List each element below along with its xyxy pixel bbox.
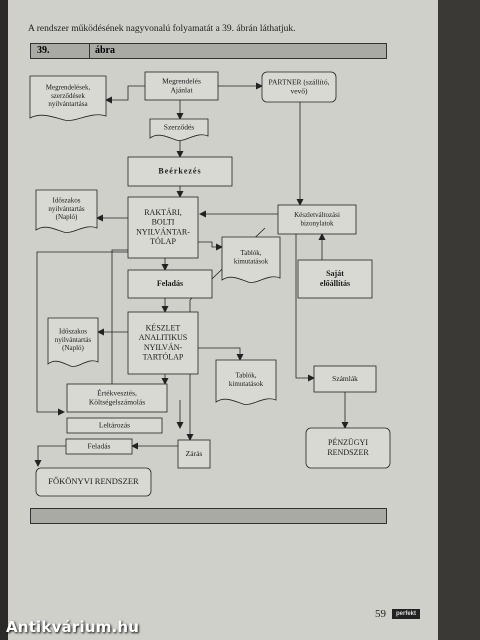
node-tablok1: Tablók,kimutatások (221, 236, 281, 283)
node-label: Megrendelés (162, 76, 201, 85)
node-label: Költségelszámolás (89, 397, 145, 406)
figure-number: 39. (37, 45, 50, 56)
node-fokonyvi: FŐKÖNYVI RENDSZER (35, 467, 152, 497)
node-tablok2: Tablók,kimutatások (215, 359, 277, 405)
node-box (305, 427, 391, 469)
node-box (313, 365, 377, 393)
node-label: Tablók, (235, 372, 256, 380)
node-box (261, 71, 337, 103)
node-label: kimutatások (229, 380, 264, 388)
node-box (144, 71, 219, 101)
publisher-logo: perfekt (392, 609, 420, 619)
node-label: Beérkezés (158, 167, 201, 176)
node-label: TÓLAP (150, 236, 176, 246)
node-label: Számlák (332, 374, 358, 383)
node-label: BOLTI (152, 218, 175, 227)
node-zaras: Zárás (177, 439, 211, 469)
node-label: Értékvesztés, (97, 387, 137, 397)
node-label: RENDSZER (327, 448, 369, 457)
node-label: kimutatások (234, 257, 269, 265)
node-box (66, 417, 163, 434)
node-box (65, 438, 133, 455)
node-box (127, 196, 199, 259)
node-label: bizonylatok (300, 219, 334, 227)
figure-caption-bar: 39. ábra (30, 43, 387, 59)
node-label: Feladás (88, 441, 111, 450)
node-label: nyilvántartása (48, 100, 88, 108)
node-box (29, 75, 107, 121)
node-szamlak: Számlák (313, 365, 377, 393)
figure-footer-bar (30, 508, 387, 524)
connector-lines (34, 82, 349, 467)
node-feladas1: Feladás (127, 269, 213, 299)
node-label: NYILVÁN- (144, 342, 183, 352)
node-label: Szerződés (164, 122, 194, 131)
node-box (127, 269, 213, 299)
node-label: Leltározás (99, 420, 130, 429)
node-label: Zárás (186, 449, 203, 458)
node-label: Megrendelések, (46, 83, 91, 91)
node-box (149, 118, 209, 141)
node-partner: PARTNER (szállító,vevő) (261, 71, 337, 103)
node-label: előállítás (320, 279, 350, 288)
node-feladas2: Feladás (65, 438, 133, 455)
figure-bar-divider (89, 44, 90, 58)
page-edge-shadow (438, 0, 480, 640)
node-label: TARTÓLAP (143, 351, 184, 361)
node-label: PÉNZÜGYI (328, 437, 368, 447)
watermark: Antikvárium.hu (6, 618, 140, 636)
node-box (297, 259, 373, 299)
node-label: szerződések (51, 92, 85, 100)
node-box (277, 204, 357, 235)
node-ertekvesztes: Értékvesztés,Költségelszámolás (66, 383, 168, 413)
node-leltarozas: Leltározás (66, 417, 163, 434)
node-label: (Napló) (62, 344, 84, 352)
figure-label: ábra (95, 45, 115, 56)
node-box (35, 467, 152, 497)
intro-text: A rendszer működésének nagyvonalú folyam… (28, 24, 296, 34)
node-box (66, 383, 168, 413)
page-number: 59 (375, 608, 386, 620)
node-label: Tablók, (240, 249, 261, 257)
node-box (35, 189, 98, 233)
node-beerkezes: Beérkezés (127, 156, 233, 187)
node-label: ANALITIKUS (139, 333, 187, 342)
node-box (221, 236, 281, 283)
node-label: Időszakos (53, 196, 81, 204)
node-label: nyilvántartás (48, 205, 84, 213)
node-szerzodes: Szerződés (149, 118, 209, 141)
node-label: Időszakos (59, 327, 87, 335)
node-label: (Napló) (56, 213, 78, 221)
node-label: Ajánlat (170, 85, 193, 94)
node-label: Saját (326, 269, 344, 278)
node-box (47, 317, 99, 367)
node-label: RAKTÁRI, (144, 207, 182, 217)
node-label: nyilvántartás (55, 336, 91, 344)
node-label: Feladás (157, 279, 183, 288)
node-label: Készletváltozási (294, 211, 340, 219)
node-box (127, 311, 199, 375)
node-box (215, 359, 277, 405)
node-label: KÉSZLET (146, 323, 181, 333)
node-box (127, 156, 233, 187)
node-label: vevő) (290, 86, 308, 95)
node-label: NYILVÁNTAR- (136, 226, 190, 236)
node-box (177, 439, 211, 469)
node-label: PARTNER (szállító, (269, 77, 330, 86)
node-label: FŐKÖNYVI RENDSZER (48, 476, 139, 486)
